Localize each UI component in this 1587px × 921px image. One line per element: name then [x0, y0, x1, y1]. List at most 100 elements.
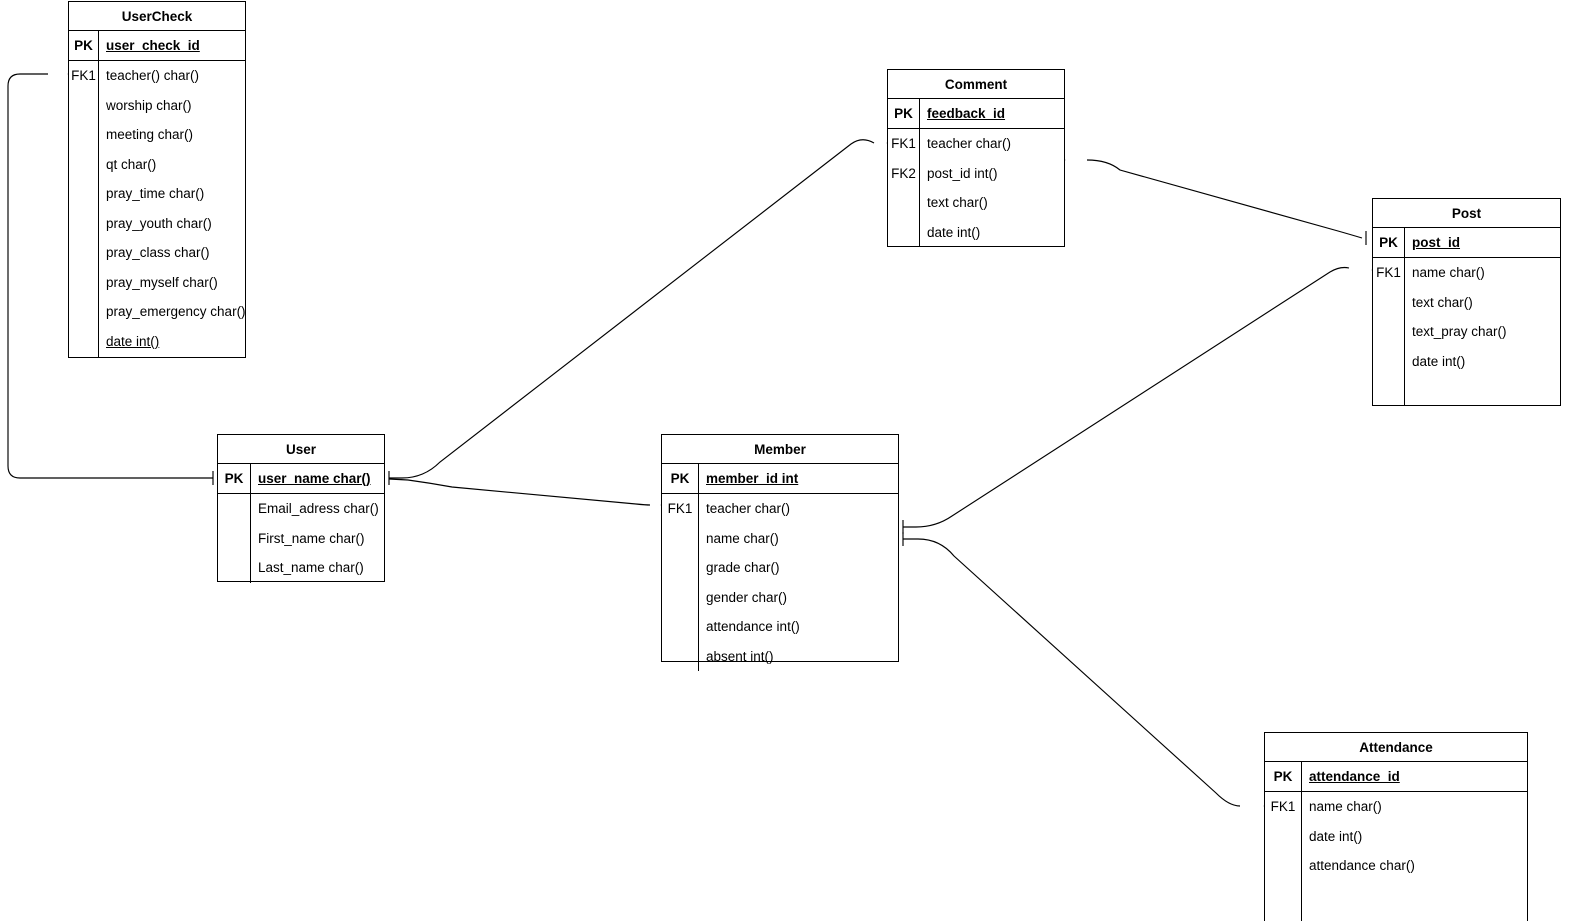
attribute-row: qt char(): [69, 149, 245, 179]
attribute-name: pray_class char(): [106, 245, 210, 260]
attribute-name: pray_time char(): [106, 186, 205, 201]
attribute-list: FK1 teacher char() name char() grade char()…: [662, 494, 898, 671]
relationship-user-member[interactable]: [388, 478, 651, 506]
attribute-row: date int(): [1265, 821, 1527, 851]
attribute-row: text char(): [1373, 287, 1560, 317]
attribute-name: grade char(): [706, 560, 780, 575]
attribute-key-label: [218, 553, 251, 583]
attribute-name: gender char(): [706, 589, 788, 605]
entity-title: Member: [662, 435, 898, 464]
attribute-name: teacher char(): [706, 501, 791, 516]
attribute-row: date int(): [1373, 346, 1560, 376]
primary-key-row: PK user_name char(): [218, 464, 384, 494]
attribute-key-label: [69, 326, 99, 356]
attribute-row: gender char(): [662, 582, 898, 612]
attribute-key-label: [1265, 851, 1302, 881]
attribute-name: pray_youth char(): [106, 215, 212, 231]
attribute-key-label: [662, 641, 699, 671]
attribute-row: text char(): [888, 188, 1064, 218]
attribute-key-label: FK1: [888, 129, 920, 159]
attribute-row: attendance char(): [1265, 851, 1527, 881]
attribute-row: pray_time char(): [69, 179, 245, 209]
attribute-name: post_id int(): [927, 165, 998, 181]
attribute-name: name char(): [1412, 265, 1485, 280]
primary-key-name: post_id: [1412, 235, 1461, 250]
attribute-key-label: [1373, 287, 1405, 317]
attribute-row: pray_youth char(): [69, 208, 245, 238]
attribute-name: attendance char(): [1309, 858, 1415, 873]
attribute-name: pray_emergency char(): [106, 304, 245, 319]
attribute-name: date int(): [1412, 353, 1466, 369]
attribute-name: absent int(): [706, 648, 774, 664]
attribute-key-label: [888, 188, 920, 218]
attribute-key-label: [69, 208, 99, 238]
attribute-key-label: [69, 90, 99, 120]
attribute-row: date int(): [69, 326, 245, 356]
attribute-row: text_pray char(): [1373, 317, 1560, 347]
attribute-name: text char(): [1412, 294, 1473, 310]
primary-key-label: PK: [218, 464, 251, 493]
attribute-name: worship char(): [106, 97, 192, 113]
attribute-key-label: [1373, 346, 1405, 376]
attribute-row: pray_emergency char(): [69, 297, 245, 327]
attribute-key-label: [69, 297, 99, 327]
relationship-comment-post[interactable]: [1086, 159, 1363, 239]
attribute-row: FK2 post_id int(): [888, 158, 1064, 188]
attribute-list-filler: [1373, 376, 1560, 405]
attribute-key-label: [662, 523, 699, 553]
attribute-name: date int(): [1309, 828, 1363, 844]
attribute-name: date int(): [927, 224, 981, 240]
relationship-user-comment[interactable]: [389, 139, 875, 479]
attribute-key-label: FK2: [888, 158, 920, 188]
relationship-member-attendance[interactable]: [903, 538, 1241, 807]
attribute-key-label: [69, 267, 99, 297]
attribute-name: teacher char(): [927, 136, 1012, 151]
primary-key-name: user_name char(): [258, 471, 371, 486]
attribute-key-label: [218, 494, 251, 524]
attribute-name: name char(): [706, 530, 779, 546]
attribute-key-label: [1373, 317, 1405, 347]
attribute-list: FK1 teacher char() FK2 post_id int() text ch…: [888, 129, 1064, 247]
primary-key-label: PK: [1265, 762, 1302, 791]
attribute-key-label: [69, 179, 99, 209]
key-column-rule: [1373, 376, 1405, 405]
attribute-row: meeting char(): [69, 120, 245, 150]
primary-key-label: PK: [1373, 228, 1405, 257]
attribute-row: grade char(): [662, 553, 898, 583]
attribute-row: name char(): [662, 523, 898, 553]
relationship-member-post[interactable]: [903, 266, 1350, 528]
attribute-name: First_name char(): [258, 530, 365, 546]
attribute-key-label: [888, 217, 920, 247]
entity-title: Comment: [888, 70, 1064, 99]
attribute-list-filler: [69, 356, 245, 357]
attribute-key-label: [218, 523, 251, 553]
attribute-row: worship char(): [69, 90, 245, 120]
attribute-key-label: FK1: [69, 61, 99, 91]
attribute-key-label: [69, 120, 99, 150]
attribute-name: name char(): [1309, 799, 1382, 814]
attribute-row: First_name char(): [218, 523, 384, 553]
attribute-row: Email_adress char(): [218, 494, 384, 524]
attribute-row: pray_class char(): [69, 238, 245, 268]
attribute-key-label: FK1: [662, 494, 699, 524]
attribute-name: text char(): [927, 195, 988, 210]
primary-key-label: PK: [888, 99, 920, 128]
attribute-row: FK1 teacher char(): [662, 494, 898, 524]
primary-key-name: user_check_id: [106, 38, 200, 53]
key-column-rule: [1265, 880, 1302, 921]
attribute-key-label: [69, 149, 99, 179]
